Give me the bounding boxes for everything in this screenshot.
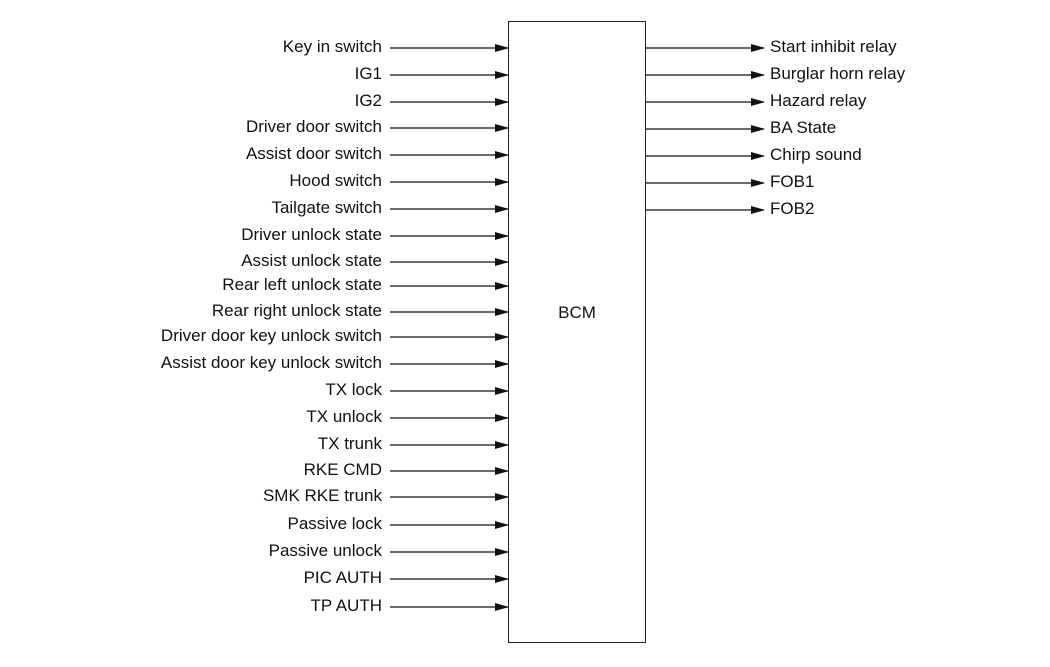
input-label-rear-right-unlock-state: Rear right unlock state bbox=[211, 301, 382, 320]
input-label-driver-unlock-state: Driver unlock state bbox=[241, 225, 382, 244]
output-label-start-inhibit-relay: Start inhibit relay bbox=[770, 37, 897, 56]
input-label-assist-door-switch: Assist door switch bbox=[245, 144, 382, 163]
input-label-tx-unlock: TX unlock bbox=[306, 407, 382, 426]
input-label-ig2: IG2 bbox=[354, 91, 382, 110]
input-label-rke-cmd: RKE CMD bbox=[303, 460, 382, 479]
input-label-tp-auth: TP AUTH bbox=[310, 596, 382, 615]
input-label-hood-switch: Hood switch bbox=[289, 171, 382, 190]
output-label-fob1: FOB1 bbox=[770, 172, 815, 191]
input-label-driver-door-key-unlock-switch: Driver door key unlock switch bbox=[160, 326, 382, 345]
input-label-pic-auth: PIC AUTH bbox=[303, 568, 382, 587]
input-label-key-in-switch: Key in switch bbox=[282, 37, 382, 56]
output-label-ba-state: BA State bbox=[770, 118, 837, 137]
input-label-ig1: IG1 bbox=[354, 64, 382, 83]
input-label-smk-rke-trunk: SMK RKE trunk bbox=[262, 486, 382, 505]
output-label-chirp-sound: Chirp sound bbox=[770, 145, 862, 164]
input-label-tx-trunk: TX trunk bbox=[317, 434, 382, 453]
input-label-tailgate-switch: Tailgate switch bbox=[271, 198, 382, 217]
input-label-driver-door-switch: Driver door switch bbox=[245, 117, 382, 136]
output-label-burglar-horn-relay: Burglar horn relay bbox=[770, 64, 906, 83]
input-label-passive-unlock: Passive unlock bbox=[268, 541, 382, 560]
bcm-block-label: BCM bbox=[558, 303, 596, 322]
output-label-hazard-relay: Hazard relay bbox=[770, 91, 867, 110]
input-label-assist-door-key-unlock-switch: Assist door key unlock switch bbox=[160, 353, 382, 372]
input-label-passive-lock: Passive lock bbox=[287, 514, 382, 533]
input-label-tx-lock: TX lock bbox=[325, 380, 382, 399]
bcm-block bbox=[508, 21, 646, 643]
input-label-assist-unlock-state: Assist unlock state bbox=[241, 251, 382, 270]
input-label-rear-left-unlock-state: Rear left unlock state bbox=[222, 275, 382, 294]
output-label-fob2: FOB2 bbox=[770, 199, 815, 218]
